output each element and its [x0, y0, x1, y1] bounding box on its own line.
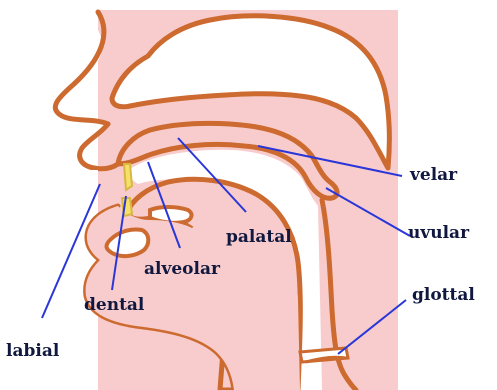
larynx [300, 348, 348, 362]
label-glottal: glottal [412, 285, 475, 305]
label-dental: dental [84, 295, 145, 315]
label-palatal: palatal [226, 227, 292, 247]
label-labial: labial [6, 341, 60, 361]
upper-teeth [124, 164, 132, 190]
label-uvular: uvular [408, 223, 470, 243]
label-velar: velar [409, 165, 458, 185]
label-alveolar: alveolar [144, 259, 221, 279]
